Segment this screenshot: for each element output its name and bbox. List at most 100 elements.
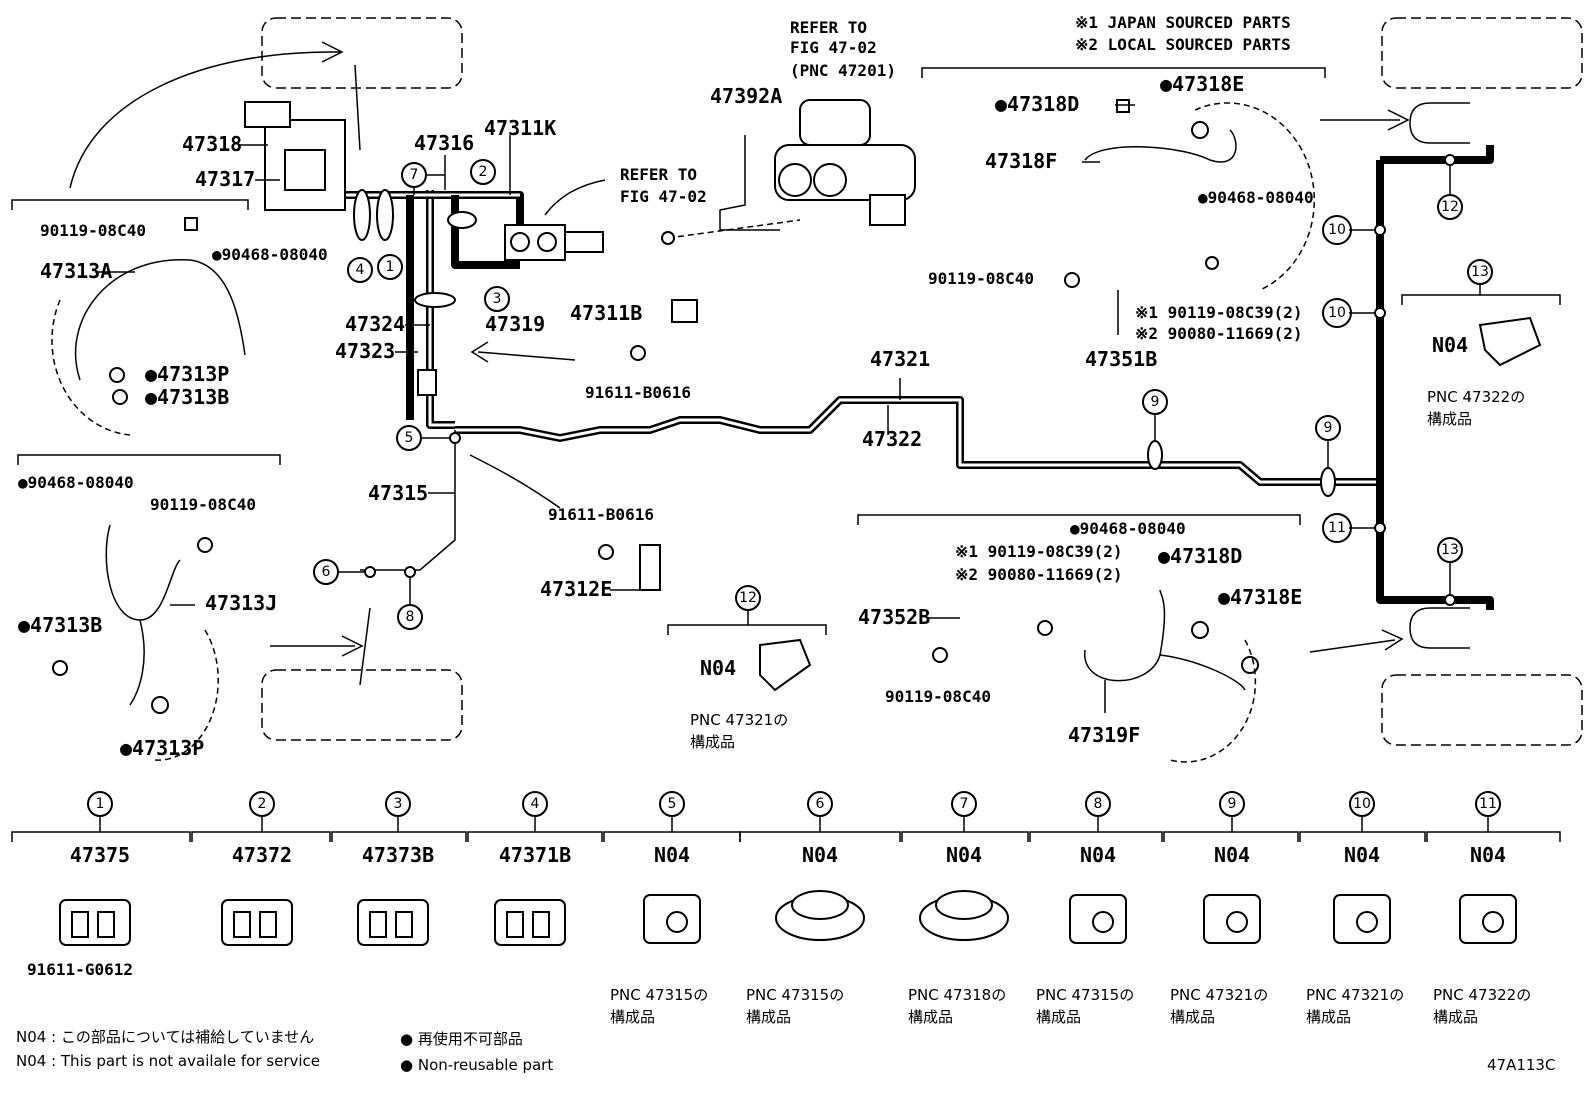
label-90119-08C40-a: 90119-08C40: [40, 221, 146, 240]
figure-code: 47A113C: [1487, 1056, 1555, 1074]
arrow-head: [341, 635, 364, 657]
legend-note-line2: 構成品: [1306, 1008, 1351, 1026]
arrow-rear-right: [1309, 639, 1396, 653]
arrow-91611: [469, 454, 561, 509]
label-90119-08C40-b: 90119-08C40: [150, 495, 256, 514]
legend-bracket: [1426, 831, 1561, 842]
legend-part-glyph: [357, 899, 429, 946]
footer-nonreuse-jp: ● 再使用不可部品: [400, 1030, 523, 1048]
u-pipe-rear-right: [1409, 607, 1470, 649]
leader-lines: [95, 104, 1135, 713]
callout-7: 7: [410, 167, 419, 183]
label-47318E-b: ●47318E: [1218, 585, 1302, 609]
label-47392A: 47392A: [710, 84, 782, 108]
legend-clip-hole: [666, 911, 688, 933]
actuator-body: [284, 149, 326, 191]
label-47318D-b: ●47318D: [1158, 544, 1242, 568]
legend-bracket: [467, 831, 603, 842]
arrow-head: [1387, 109, 1410, 131]
legend-callout-num: 11: [1479, 796, 1497, 812]
callout-1: 1: [386, 259, 395, 275]
label-47312E: 47312E: [540, 577, 612, 601]
footer-n04-jp: N04 : この部品については補給していません: [16, 1028, 314, 1046]
legend-part-glyph-slot: [71, 911, 89, 938]
footer-n04-en: N04 : This part is not availale for serv…: [16, 1052, 320, 1070]
label-90119-08C40-d: 90119-08C40: [885, 687, 991, 706]
hose-front-left: [354, 64, 361, 151]
arrow-head: [1381, 629, 1404, 651]
label-47317: 47317: [195, 167, 255, 191]
actuator-tab: [244, 101, 291, 128]
arrow-head: [321, 41, 344, 63]
legend-callout-num: 8: [1094, 796, 1103, 812]
label-n04-13: N04: [1432, 333, 1468, 357]
main-brake-pipe: [270, 145, 1494, 610]
legend-note-line1: PNC 47318の: [908, 986, 1006, 1004]
legend-bracket: [739, 831, 901, 842]
legend-note-line1: PNC 47315の: [1036, 986, 1134, 1004]
legend-bracket: [603, 831, 741, 842]
group-curve: [1194, 102, 1316, 291]
refer-top-line1: REFER TO: [790, 18, 867, 37]
legend-bracket: [331, 831, 467, 842]
legend-note-line1: PNC 47315の: [610, 986, 708, 1004]
legend-part-glyph-slot: [259, 911, 277, 938]
label-47322: 47322: [862, 427, 922, 451]
legend-part-number: 47372: [232, 843, 292, 867]
hose-rear-left: [359, 607, 371, 686]
legend-clip-hole: [1226, 911, 1248, 933]
label-47315: 47315: [368, 481, 428, 505]
refer-top-line2: FIG 47-02: [790, 38, 877, 57]
label-90080-11669-a: ※2 90080-11669(2): [1135, 324, 1303, 343]
group-curve: [51, 299, 131, 436]
legend-part-glyph-slot: [233, 911, 251, 938]
callout-9a: 9: [1151, 394, 1160, 410]
legend-bracket: [1029, 831, 1163, 842]
u-pipe-front-right: [1409, 102, 1470, 144]
legend-part-number: 47373B: [362, 843, 434, 867]
legend-note-line2: 構成品: [908, 1008, 953, 1026]
label-47313B-b: ●47313B: [18, 613, 102, 637]
legend-part-number: N04: [654, 843, 690, 867]
legend-bracket: [1163, 831, 1299, 842]
legend-clip-hole: [1482, 911, 1504, 933]
label-47319F: 47319F: [1068, 723, 1140, 747]
legend-bracket: [191, 831, 331, 842]
refer-mid-line1: REFER TO: [620, 165, 697, 184]
label-pnc-13-b: 構成品: [1427, 410, 1472, 428]
legend-part-number: N04: [1080, 843, 1116, 867]
legend-callout-num: 3: [394, 796, 403, 812]
label-90119-08C40-c: 90119-08C40: [928, 269, 1034, 288]
callouts: 7 2 4 1 3 5 6 8 9 9 10 10 11 12 13 13 12: [313, 159, 1493, 630]
legend-note-line1: PNC 47321の: [1170, 986, 1268, 1004]
label-47311K: 47311K: [484, 116, 556, 140]
callout-10a: 10: [1328, 222, 1346, 238]
callout-2: 2: [479, 164, 488, 180]
legend-clip-hole: [1092, 911, 1114, 933]
callout-13b: 13: [1441, 542, 1459, 558]
label-47318D-a: ●47318D: [995, 92, 1079, 116]
legend-callout-num: 7: [960, 796, 969, 812]
label-90080-11669-b: ※2 90080-11669(2): [955, 565, 1123, 584]
label-47313P-b: ●47313P: [120, 736, 204, 760]
legend-note-line1: PNC 47315の: [746, 986, 844, 1004]
callout-13a: 13: [1471, 264, 1489, 280]
label-90468-08040-c: ●90468-08040: [1198, 188, 1314, 207]
label-47313A: 47313A: [40, 259, 112, 283]
callout-9b: 9: [1324, 420, 1333, 436]
legend-part-glyph-slot: [532, 911, 550, 938]
group-curve: [154, 629, 219, 761]
legend-bracket: [901, 831, 1029, 842]
legend-clip-hole: [1356, 911, 1378, 933]
label-47351B: 47351B: [1085, 347, 1157, 371]
callout-8: 8: [406, 609, 415, 625]
legend-extra-part: 91611-G0612: [27, 960, 133, 979]
label-47313P-a: ●47313P: [145, 362, 229, 386]
